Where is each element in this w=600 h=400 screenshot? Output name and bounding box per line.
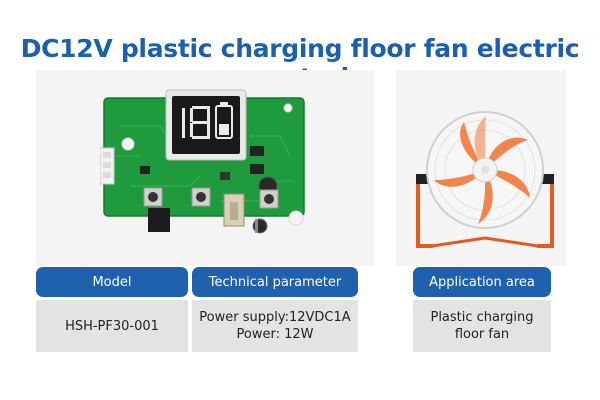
technical-parameter-cell: Power supply:12VDC1A Power: 12W <box>192 300 358 352</box>
floor-fan-image <box>416 111 554 248</box>
model-header: Model <box>36 267 188 297</box>
pcb-board-image <box>100 89 305 234</box>
power-text: Power: 12W <box>236 327 314 342</box>
application-area-cell: Plastic charging floor fan <box>413 300 551 352</box>
application-area-header: Application area <box>413 267 551 297</box>
power-supply-text: Power supply:12VDC1A <box>199 310 351 325</box>
application-line-1: Plastic charging <box>430 310 534 325</box>
application-line-2: floor fan <box>454 327 510 342</box>
model-value-cell: HSH-PF30-001 <box>36 300 188 352</box>
technical-parameter-header: Technical parameter <box>192 267 358 297</box>
model-value: HSH-PF30-001 <box>65 318 159 334</box>
